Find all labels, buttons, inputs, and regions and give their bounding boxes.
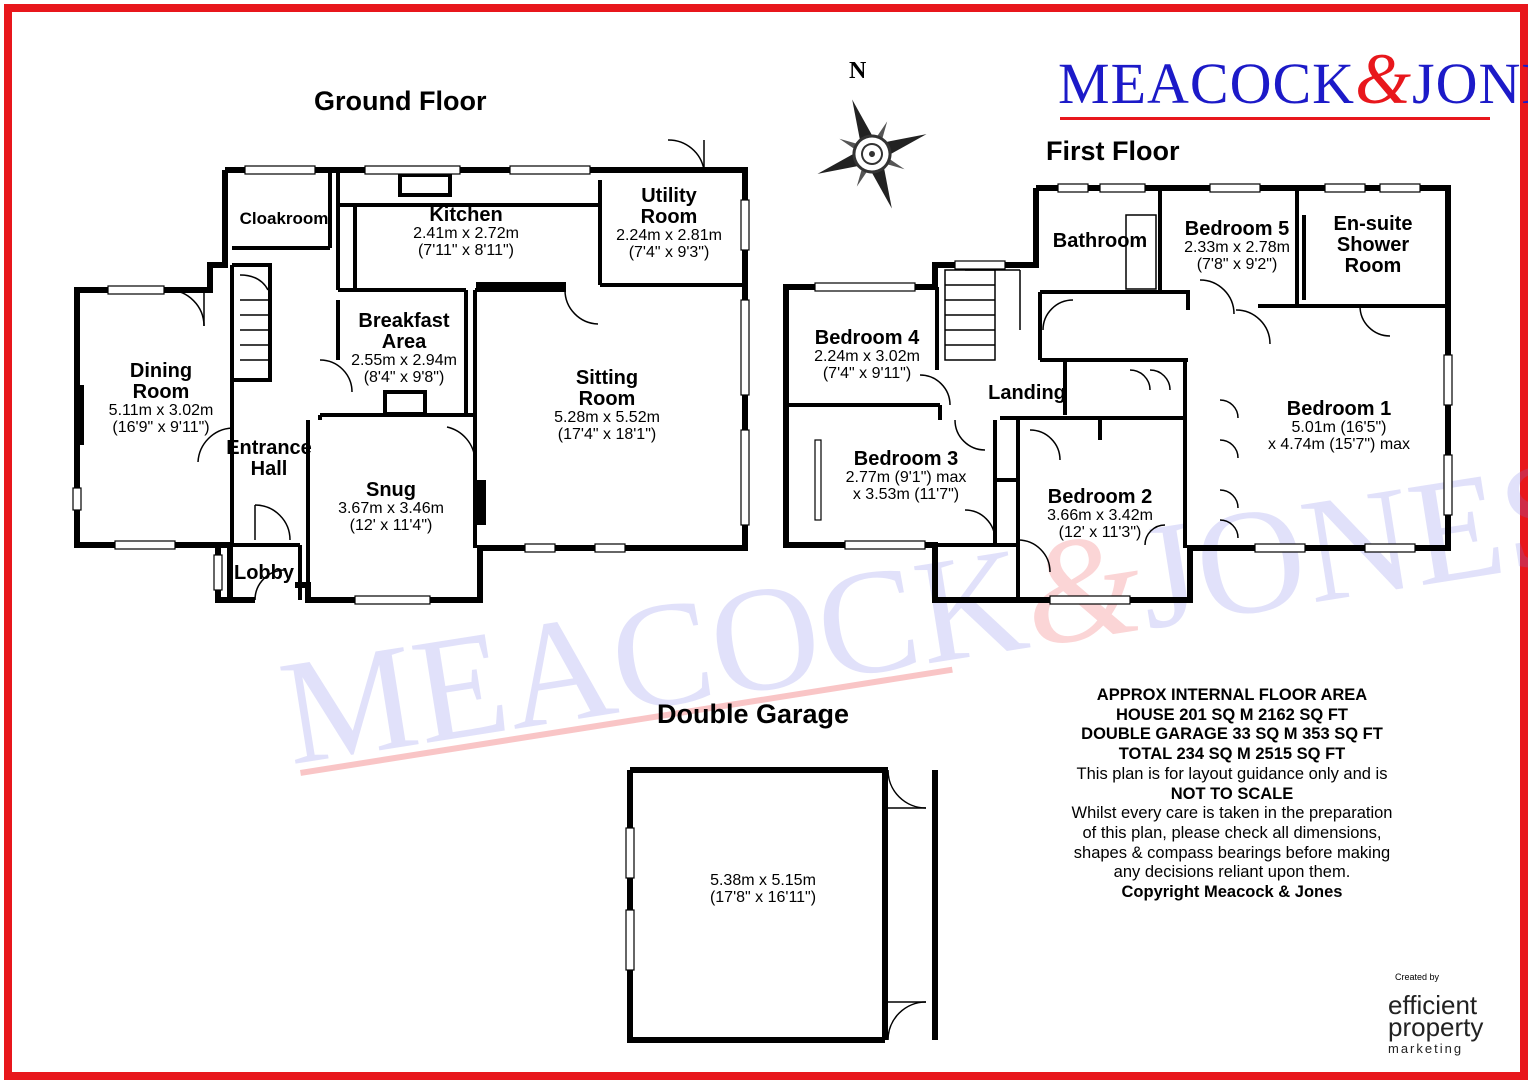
room-bathroom: Bathroom [1052, 230, 1148, 252]
room-bedroom1: Bedroom 1 5.01m (16'5") x 4.74m (15'7") … [1267, 398, 1411, 453]
compass-rose-icon [817, 99, 927, 209]
room-snug: Snug 3.67m x 3.46m (12' x 11'4") [338, 479, 444, 534]
room-kitchen: Kitchen 2.41m x 2.72m (7'11" x 8'11") [413, 204, 519, 259]
garage-title: Double Garage [657, 699, 850, 729]
room-ensuite: En-suite Shower Room [1333, 213, 1413, 277]
room-bedroom4: Bedroom 4 2.24m x 3.02m (7'4" x 9'11") [814, 327, 920, 382]
red-border-frame [4, 4, 1528, 1080]
room-cloakroom: Cloakroom [239, 209, 329, 228]
credit-created-by: Created by [1395, 972, 1440, 982]
room-utility: Utility Room 2.24m x 2.81m (7'4" x 9'3") [616, 185, 722, 261]
room-bedroom5: Bedroom 5 2.33m x 2.78m (7'8" x 9'2") [1184, 218, 1290, 273]
room-garage: 5.38m x 5.15m (17'8" x 16'11") [709, 872, 817, 906]
room-landing: Landing [988, 382, 1066, 404]
room-breakfast: Breakfast Area 2.55m x 2.94m (8'4" x 9'8… [351, 310, 457, 386]
room-dining: Dining Room 5.11m x 3.02m (16'9" x 9'11"… [108, 360, 214, 436]
compass-label: N [849, 58, 867, 84]
room-lobby: Lobby [234, 562, 294, 584]
floor-area-info: APPROX INTERNAL FLOOR AREA HOUSE 201 SQ … [1071, 686, 1393, 902]
room-sitting: Sitting Room 5.28m x 5.52m (17'4" x 18'1… [554, 367, 660, 443]
ground-floor-title: Ground Floor [314, 86, 487, 116]
room-entrance-hall: Entrance Hall [226, 437, 312, 480]
credit-logo: efficient property marketing [1388, 990, 1484, 1056]
room-bedroom2: Bedroom 2 3.66m x 3.42m (12' x 11'3") [1047, 486, 1153, 541]
first-floor-title: First Floor [1046, 136, 1180, 166]
room-bedroom3: Bedroom 3 2.77m (9'1") max x 3.53m (11'7… [845, 448, 967, 503]
brand-logo: MEACOCK&JONES [1058, 39, 1528, 119]
logo-underline [1060, 117, 1490, 120]
